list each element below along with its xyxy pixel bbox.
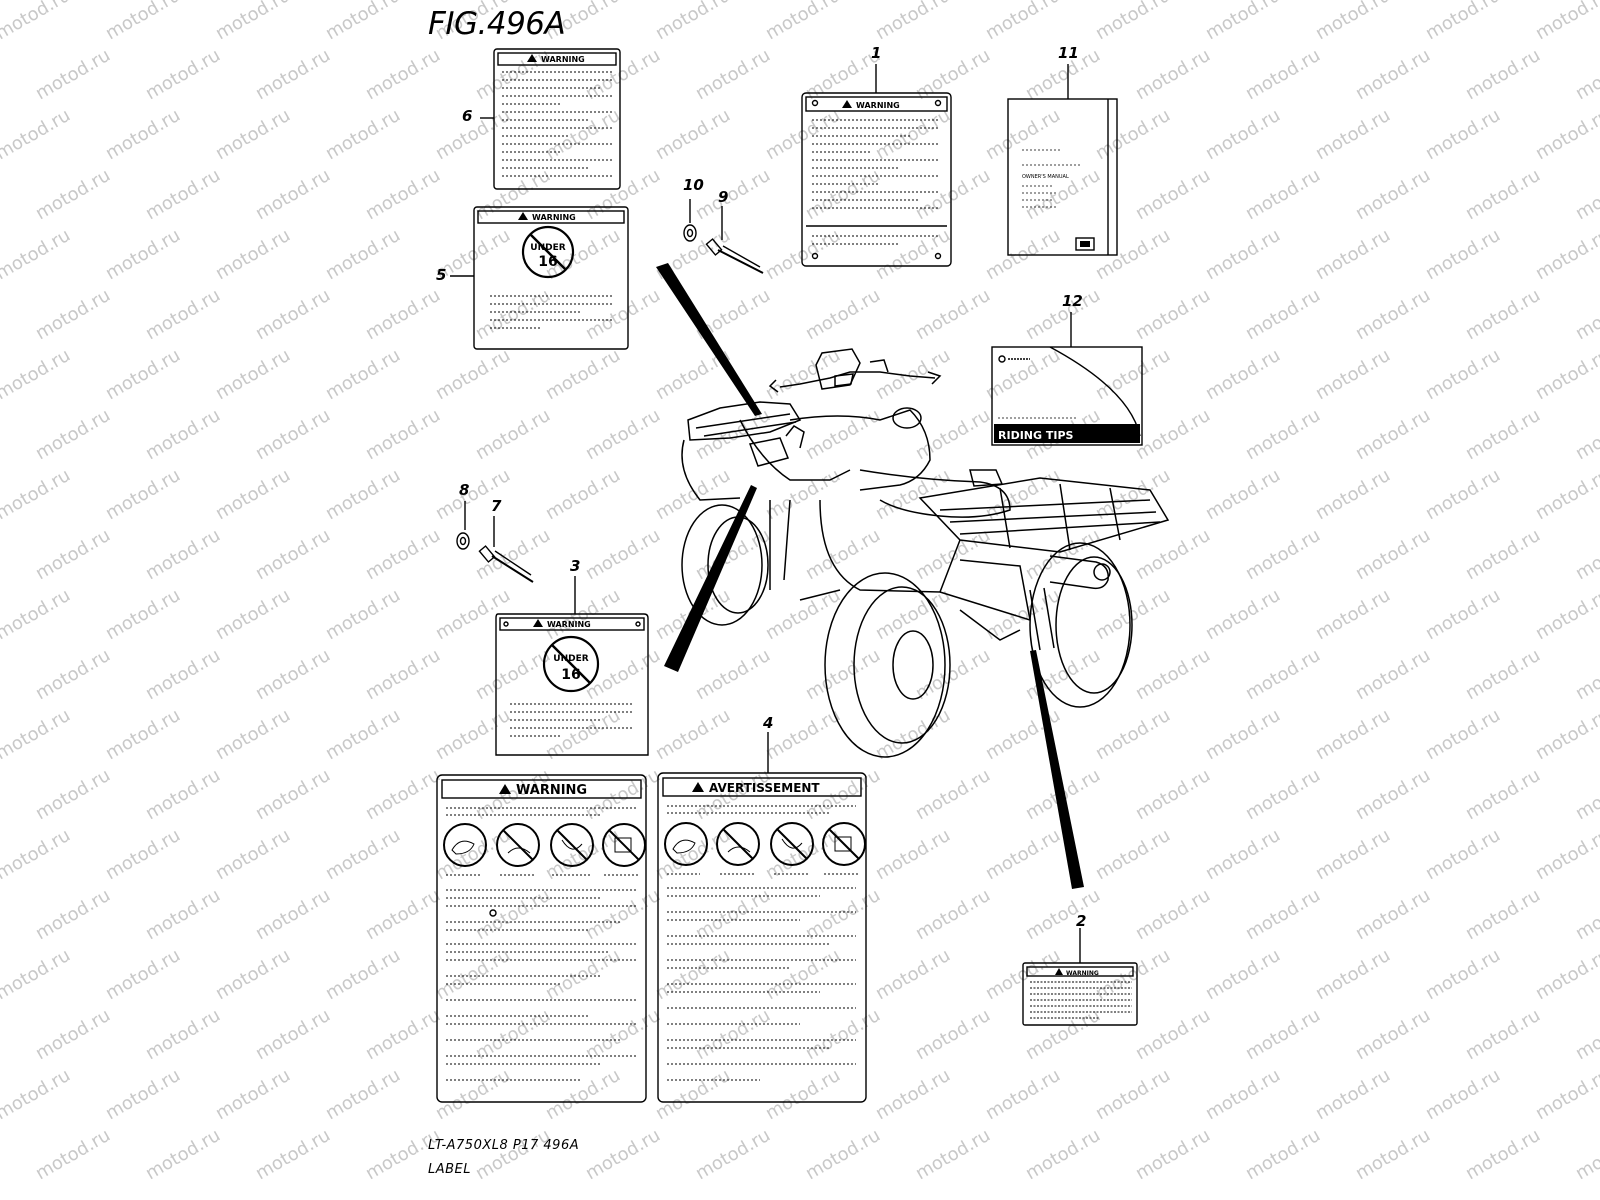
footer-model-code: LT-A750XL8 P17 496A [428,1138,580,1153]
callout-8: 8 [459,481,470,499]
callout-6: 6 [462,107,473,125]
figure-title: FIG.496A [428,6,566,42]
label-1-heading: WARNING [856,101,900,110]
label-5-under16-sheet: WARNING UNDER 16 [473,206,629,350]
label-3-under: UNDER [553,654,588,664]
callout-7: 7 [491,497,502,515]
label-1-warning-sheet: WARNING [801,92,952,267]
label-5-heading: WARNING [532,213,576,222]
callout-9: 9 [718,188,729,206]
callout-3: 3 [570,557,581,575]
footer-section-label: LABEL [428,1162,472,1177]
label-6-warning-sheet: WARNING [493,48,621,190]
riding-tips-title: RIDING TIPS [998,429,1074,442]
callout-10: 10 [683,176,704,194]
label-6-heading: WARNING [541,55,585,64]
label-5-age: 16 [538,254,557,270]
label-2-small-warning: WARNING [1022,962,1138,1026]
label-warning-large-sheet: WARNING [436,774,647,1103]
callout-1: 1 [871,44,882,62]
atv-illustration [681,348,1170,758]
part-7-8-rivet-washer [456,532,534,583]
callout-4: 4 [763,714,774,732]
callout-5: 5 [436,266,447,284]
item-11-owners-manual: OWNER'S MANUAL [1007,98,1118,256]
label-3-under16-sheet: WARNING UNDER 16 [495,613,649,756]
pointer-lines [656,263,1084,889]
large-warning-heading: WARNING [516,783,587,798]
callout-2: 2 [1076,912,1087,930]
callout-12: 12 [1062,292,1083,310]
avertissement-heading: AVERTISSEMENT [709,781,820,795]
manual-title: OWNER'S MANUAL [1022,174,1069,180]
label-3-age: 16 [561,667,580,683]
part-9-10-rivet-washer [683,224,764,274]
callout-11: 11 [1058,44,1079,62]
label-2-heading: WARNING [1066,970,1099,977]
item-12-riding-tips: RIDING TIPS [991,346,1143,446]
label-3-heading: WARNING [547,620,591,629]
label-5-under: UNDER [530,243,565,253]
label-4-avertissement-sheet: AVERTISSEMENT [657,772,867,1103]
